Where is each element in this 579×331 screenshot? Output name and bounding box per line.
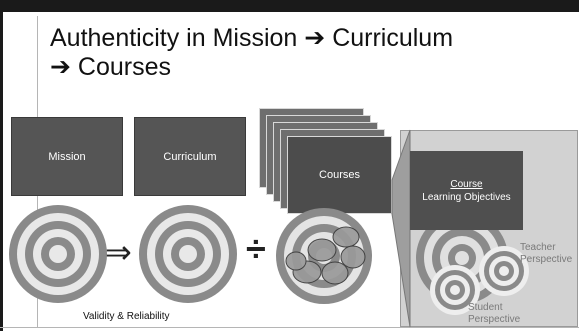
student-label-line1: Student — [468, 302, 503, 313]
course-objectives-box: Course Learning Objectives — [410, 151, 523, 230]
slide-frame-left — [0, 0, 3, 331]
mission-label: Mission — [48, 150, 86, 163]
target-icon-student — [430, 265, 480, 315]
teacher-perspective-label: Teacher Perspective — [520, 242, 572, 266]
divider-horizontal — [0, 327, 579, 328]
course-heading: Course — [450, 178, 483, 190]
title-text-2: Curriculum — [332, 24, 454, 52]
slide-title: Authenticity in Mission ➔ Curriculum ➔ C… — [50, 24, 570, 82]
divide-symbol: ÷ — [246, 228, 266, 269]
slide-frame-top — [0, 0, 579, 12]
title-arrow-2: ➔ — [50, 53, 71, 81]
courses-box: Courses — [287, 136, 392, 214]
student-label-line2: Perspective — [468, 314, 521, 325]
title-arrow-1: ➔ — [304, 24, 326, 52]
title-text-1: Authenticity in Mission — [50, 24, 298, 52]
target-icon-mission — [9, 205, 107, 303]
student-perspective-label: Student Perspective — [468, 302, 520, 326]
zoom-wedge — [391, 129, 411, 328]
course-subheading: Learning Objectives — [422, 191, 511, 203]
teacher-label-line2: Perspective — [520, 254, 573, 265]
mission-box: Mission — [11, 117, 123, 196]
courses-label: Courses — [319, 169, 360, 181]
validity-caption: Validity & Reliability — [83, 311, 170, 322]
target-icon-courses — [276, 208, 372, 304]
target-icon-curriculum — [139, 205, 237, 303]
target-icon-teacher — [479, 246, 529, 296]
implies-symbol: ⇒ — [105, 234, 132, 270]
curriculum-box: Curriculum — [134, 117, 246, 196]
title-text-3: Courses — [77, 53, 171, 81]
curriculum-label: Curriculum — [163, 150, 217, 163]
teacher-label-line1: Teacher — [520, 242, 556, 253]
